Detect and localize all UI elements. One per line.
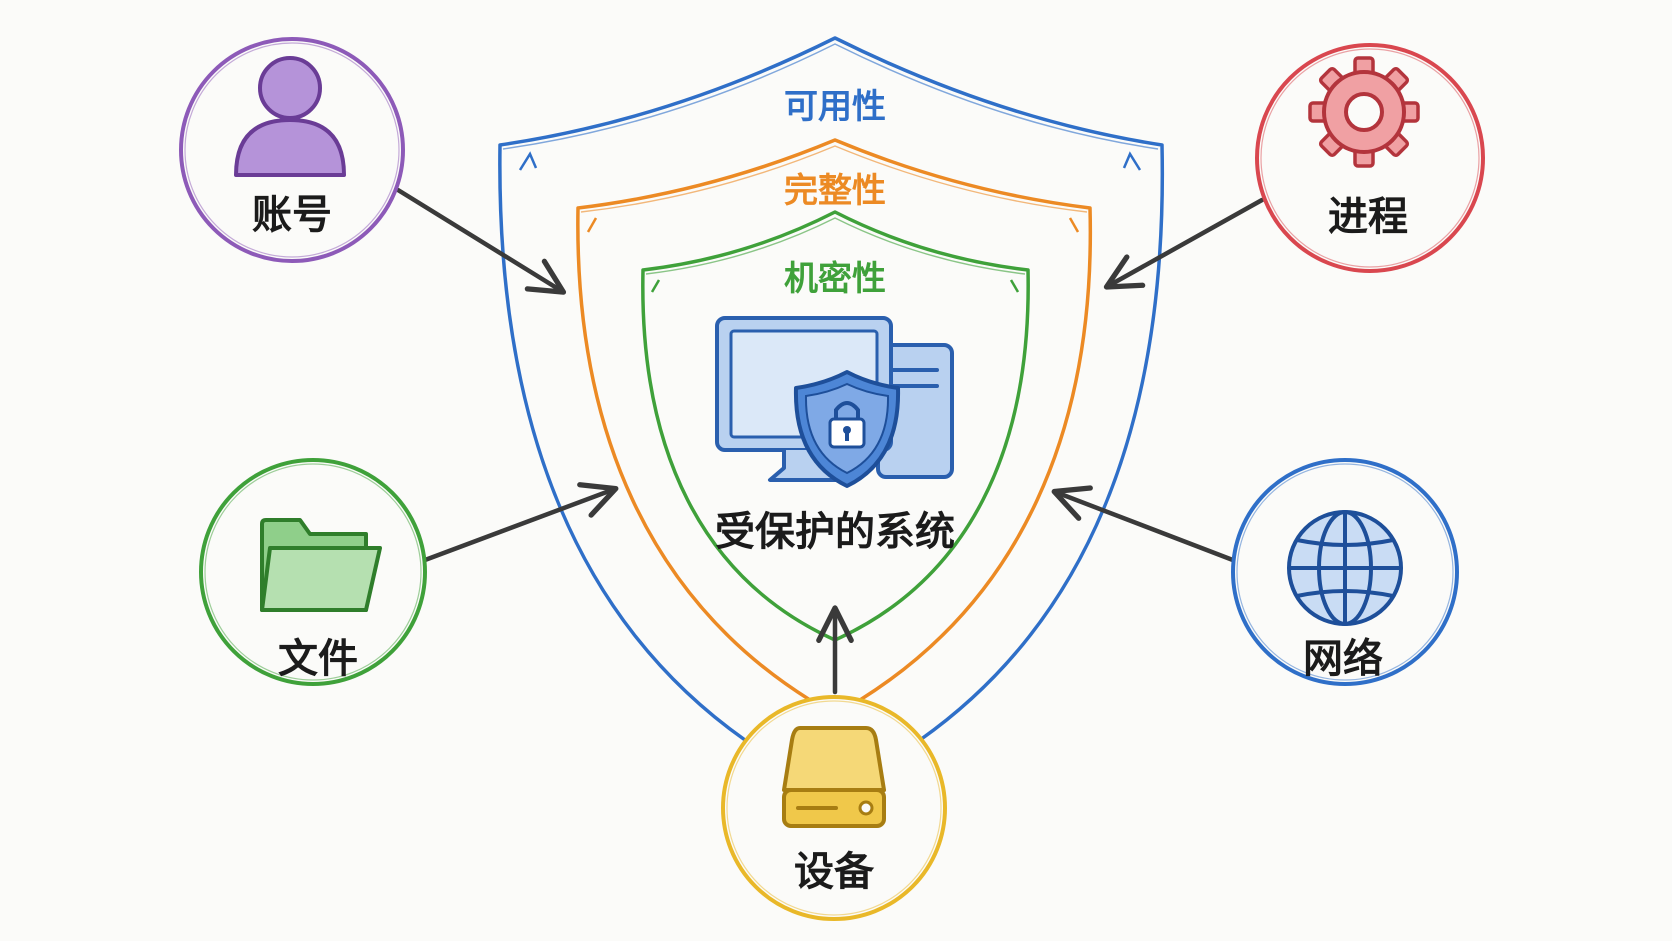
globe-icon [1287,510,1403,626]
node-file: 文件 [199,458,427,686]
layer-label-integrity: 完整性 [784,171,886,211]
user-icon [234,56,346,177]
node-label-process: 进程 [1328,194,1408,240]
node-label-file: 文件 [278,636,358,682]
arrow-process [1103,197,1265,290]
node-label-device: 设备 [794,849,875,895]
layer-label-confidentiality: 机密性 [784,259,886,299]
node-label-account: 账号 [252,192,332,238]
layer-label-availability: 可用性 [784,87,886,127]
node-account: 账号 [179,37,405,263]
secure-computer-icon [715,316,954,488]
shield-corner-mark-left [518,151,538,171]
shield-integrity [576,138,1093,702]
shield-corner-mark-right [1122,151,1142,171]
arrows [395,187,1265,695]
arrow-account [395,187,567,295]
node-process: 进程 [1255,43,1485,273]
folder-icon [260,518,382,612]
arrow-file [422,482,619,563]
shield-confidentiality [641,210,1030,642]
shield-availability [498,36,1165,742]
node-network: 网络 [1231,458,1459,686]
center-label: 受保护的系统 [715,509,955,555]
node-label-network: 网络 [1303,636,1383,682]
arrow-network [1051,485,1241,565]
gear-icon [1308,56,1420,168]
lock-shield-icon [793,370,901,488]
node-device: 设备 [721,695,947,921]
hard-drive-icon [782,726,886,828]
